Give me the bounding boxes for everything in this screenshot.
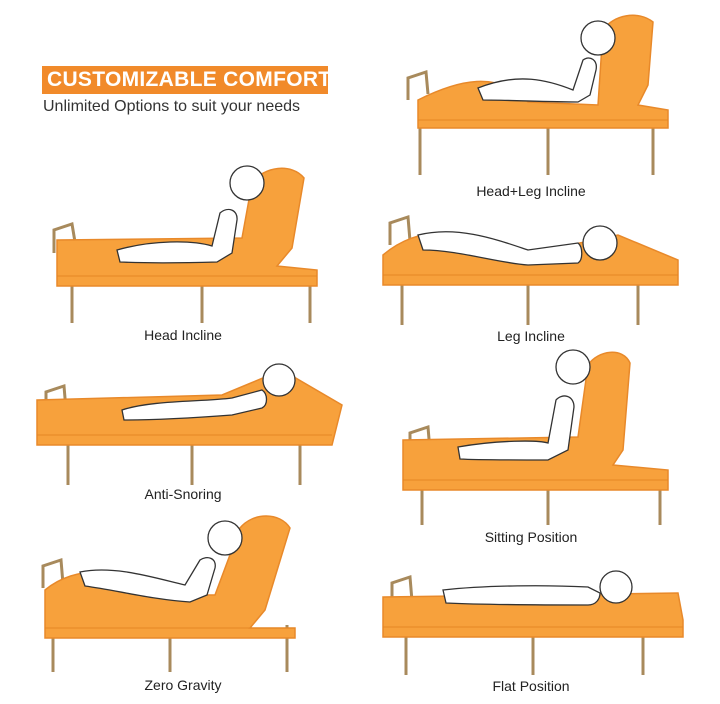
label-leg-incline: Leg Incline (497, 328, 565, 344)
bed-zero-gravity (35, 510, 305, 675)
bed-head-incline (42, 158, 332, 328)
bed-anti-snoring (32, 360, 352, 490)
bed-flat-position (378, 565, 688, 680)
subtitle: Unlimited Options to suit your needs (43, 98, 301, 115)
label-sitting-position: Sitting Position (484, 529, 578, 545)
bed-head-leg-incline (398, 10, 678, 180)
label-head-leg-incline: Head+Leg Incline (476, 183, 586, 199)
label-anti-snoring: Anti-Snoring (144, 486, 222, 502)
bed-sitting-position (398, 345, 678, 530)
label-flat-position: Flat Position (492, 678, 570, 694)
label-head-incline: Head Incline (144, 327, 222, 343)
label-zero-gravity: Zero Gravity (144, 677, 222, 693)
bed-leg-incline (378, 205, 688, 330)
title-banner: CUSTOMIZABLE COMFORT (42, 66, 331, 94)
